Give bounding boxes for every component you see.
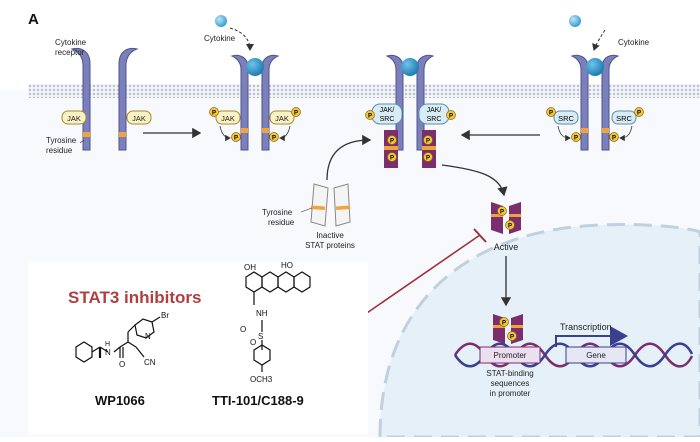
phosphate-group: P P P P <box>209 107 301 142</box>
svg-text:P: P <box>637 111 641 117</box>
tti-atom-nh: NH <box>256 309 268 318</box>
svg-text:P: P <box>449 114 453 120</box>
phosphate-group-right: P P P P <box>546 107 644 142</box>
tti-atom-s: S <box>258 332 263 341</box>
svg-text:JAK: JAK <box>132 114 146 123</box>
panel-label-a: A <box>28 11 39 28</box>
jak-src-right: JAK/ SRC <box>418 103 450 125</box>
svg-text:P: P <box>368 114 372 120</box>
stat-binding-label-3: in promoter <box>490 389 531 398</box>
tyrosine-residue-label-mid-2: residue <box>268 218 295 227</box>
inhibitors-title: STAT3 inhibitors <box>68 288 201 307</box>
cell-membrane <box>28 84 700 98</box>
transcription-label: Transcription <box>560 322 612 332</box>
inactive-stat-proteins <box>310 183 351 227</box>
svg-text:P: P <box>272 136 276 142</box>
active-stat-dimer: P P <box>491 202 521 234</box>
jak-mid-b: JAK <box>269 110 295 125</box>
svg-text:P: P <box>574 136 578 142</box>
promoter-label: Promoter <box>494 351 527 360</box>
tyrosine-residue-label-2: residue <box>46 146 73 155</box>
tti-atom-och3: OCH3 <box>250 375 273 384</box>
jak-src-left: JAK/ SRC <box>371 103 403 125</box>
svg-text:SRC: SRC <box>427 116 442 123</box>
svg-text:JAK: JAK <box>275 114 289 123</box>
tti101-structure <box>245 271 311 372</box>
cytokine-binding-arrow-right <box>592 29 606 51</box>
svg-text:P: P <box>426 156 430 162</box>
svg-text:P: P <box>294 111 298 117</box>
svg-text:P: P <box>549 111 553 117</box>
svg-text:SRC: SRC <box>616 114 632 123</box>
svg-text:P: P <box>390 139 394 145</box>
svg-text:SRC: SRC <box>558 114 574 123</box>
stat-binding-label-2: sequences <box>491 379 530 388</box>
tyrosine-residue-label-mid: Tyrosine <box>262 208 293 217</box>
wp1066-atom-n1: N <box>105 348 111 357</box>
stat-dimer-on-dna: P P <box>493 314 523 344</box>
svg-text:SRC: SRC <box>380 116 395 123</box>
inhibition-bar <box>473 228 487 243</box>
wp1066-label: WP1066 <box>95 393 145 408</box>
cytokine-receptor-label: Cytokine <box>55 38 87 47</box>
receptor-bound-jak <box>230 54 280 151</box>
wp1066-atom-o: O <box>119 360 125 369</box>
wp1066-atom-cn: CN <box>144 358 156 367</box>
cytokine-right-label: Cytokine <box>618 38 650 47</box>
svg-text:JAK/: JAK/ <box>380 107 395 114</box>
cytokine-mid-icon <box>215 15 227 27</box>
tti-atom-oh: OH <box>244 263 256 272</box>
gene-box <box>565 346 627 364</box>
active-label: Active <box>494 242 519 252</box>
svg-text:P: P <box>502 321 506 327</box>
stat-dimer-docked: P P P P P P <box>365 110 456 168</box>
wp1066-atom-br: Br <box>161 311 169 320</box>
svg-text:P: P <box>508 224 512 230</box>
tti101-label: TTI-101/C188-9 <box>212 393 304 408</box>
src-right-a: SRC <box>553 110 579 125</box>
jak-mid-a: JAK <box>215 110 241 125</box>
receptor-bound-src <box>570 54 620 151</box>
svg-text:P: P <box>612 136 616 142</box>
nucleus <box>378 223 700 439</box>
cytokine-mid-label: Cytokine <box>204 34 236 43</box>
promoter-box <box>479 346 541 364</box>
wp1066-atom-n2: N <box>145 332 151 341</box>
wp1066-structure <box>75 316 161 363</box>
wp1066-atom-h: H <box>105 341 110 348</box>
svg-text:JAK: JAK <box>67 114 81 123</box>
tti-atom-o1: O <box>240 325 246 334</box>
svg-text:P: P <box>426 139 430 145</box>
cytokine-right-icon <box>569 15 581 27</box>
receptor-bound-center <box>385 54 435 151</box>
svg-text:P: P <box>510 335 514 341</box>
receptor-unbound <box>70 47 139 151</box>
inactive-stat-label: Inactive <box>316 231 344 240</box>
svg-text:P: P <box>500 210 504 216</box>
arrow-to-active <box>441 164 508 197</box>
src-right-b: SRC <box>611 110 637 125</box>
stat-binding-label: STAT-binding <box>486 369 533 378</box>
arrow-stat-recruitment <box>326 134 372 181</box>
inhibitors-panel <box>28 262 368 434</box>
svg-text:P: P <box>234 136 238 142</box>
tti-atom-o2: O <box>250 338 256 347</box>
tyrosine-residue-label: Tyrosine <box>46 136 77 145</box>
jak-left-b: JAK <box>126 110 152 125</box>
jak-left-a: JAK <box>61 110 87 125</box>
tti-atom-ho: HO <box>281 261 293 270</box>
transcription-arrow <box>555 326 628 347</box>
svg-text:P: P <box>212 111 216 117</box>
inactive-stat-label-2: STAT proteins <box>305 241 355 250</box>
cytokine-binding-arrow-mid <box>229 27 254 51</box>
svg-text:JAK/: JAK/ <box>427 107 442 114</box>
svg-text:JAK: JAK <box>221 114 235 123</box>
gene-label: Gene <box>586 351 606 360</box>
cytokine-receptor-label-2: receptor <box>55 48 85 57</box>
svg-text:P: P <box>390 156 394 162</box>
